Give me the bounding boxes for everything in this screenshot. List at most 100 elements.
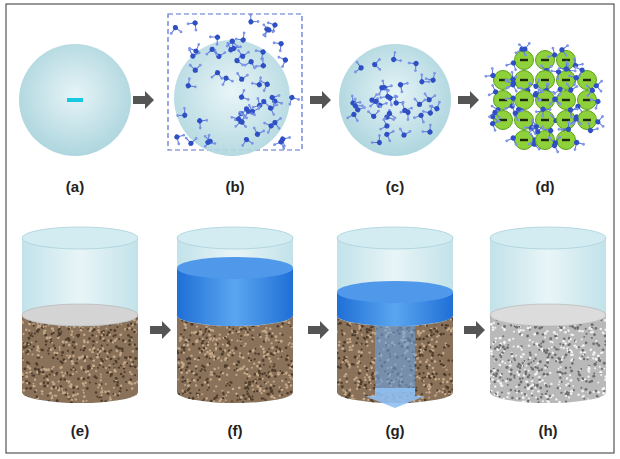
water-molecule [413,98,427,108]
droplet [19,44,131,156]
water-molecule [388,51,403,67]
water-molecule [285,92,301,106]
water-molecule [379,118,392,133]
water-molecule [259,77,272,92]
water-molecule [234,114,249,128]
water-molecule [369,99,382,109]
water-molecule [548,136,562,146]
step-arrow [150,321,171,339]
column-vessel [489,227,607,404]
water-molecule [398,102,413,116]
water-molecule [504,70,519,86]
water-molecule [397,127,412,139]
water-molecule [236,49,250,60]
charged-particles [484,42,605,154]
water-molecule [532,88,542,101]
water-molecule [382,128,395,143]
water-molecule [567,71,581,87]
water-molecule [235,72,249,83]
water-molecule [589,95,603,111]
water-molecule [188,43,203,56]
water-molecule [186,17,202,32]
water-molecule [421,123,437,138]
water-molecule [241,107,256,119]
water-molecule [266,101,279,116]
water-molecule [349,97,364,112]
water-molecule [382,109,396,124]
water-molecule [487,84,500,99]
water-molecule [422,92,436,103]
water-molecule [558,43,569,57]
water-molecule [230,110,246,124]
water-molecule [505,75,520,89]
panel-label: (c) [370,178,420,196]
water-molecule [510,106,524,121]
water-molecule [219,74,234,87]
water-molecule [182,77,197,93]
water-molecule [273,137,288,150]
water-molecule [194,114,209,130]
panel-label: (a) [50,178,100,196]
water-molecule [595,115,605,128]
column-vessel [21,227,140,404]
water-molecule [537,103,553,118]
water-molecule [370,134,385,149]
water-molecule [346,110,361,122]
water-molecule [528,78,543,91]
water-molecule [254,57,269,73]
step-arrow [458,91,479,109]
column-vessel [176,227,294,404]
solute-dash [67,98,83,102]
water-molecule [550,65,565,81]
water-molecule [234,31,250,46]
water-molecule [505,133,520,146]
water-molecule [559,120,574,135]
panel-label: (g) [370,422,420,440]
water-molecule [375,83,390,96]
water-molecule [277,53,290,68]
step-arrow [308,321,329,339]
water-molecule [266,18,280,33]
water-molecule [208,31,223,47]
water-molecule [240,136,254,147]
water-molecule [529,119,541,133]
water-molecule [254,45,269,61]
water-molecule [189,64,202,73]
step-arrow [310,91,331,109]
water-molecule [424,71,440,86]
water-molecule [277,132,291,148]
water-molecule [383,110,397,120]
water-molecule [586,84,596,97]
water-molecule [488,117,502,132]
panel-label: (d) [520,178,570,196]
water-molecule [564,82,579,94]
water-molecule [395,78,410,94]
water-molecule [570,116,583,125]
water-molecule [205,46,218,56]
water-molecule [210,69,224,80]
water-molecule [372,58,382,71]
water-molecule [271,116,282,130]
water-molecule [354,60,365,74]
water-molecule [413,110,428,124]
panel-label: (e) [55,422,105,440]
water-molecule [171,130,185,146]
water-molecule [369,93,379,107]
water-molecule [407,57,422,73]
water-molecule [504,92,520,107]
water-molecule [346,94,362,109]
solvated-droplet [168,13,302,156]
water-molecule [531,87,545,103]
panel-label: (b) [210,178,260,196]
water-molecule [421,104,437,118]
water-molecule [570,137,586,151]
column-vessel [336,227,454,408]
water-molecule [484,67,499,83]
panel-label: (h) [523,422,573,440]
water-molecule [399,106,414,121]
step-arrow [133,91,154,109]
water-molecule [244,13,260,28]
water-molecule [415,73,430,88]
